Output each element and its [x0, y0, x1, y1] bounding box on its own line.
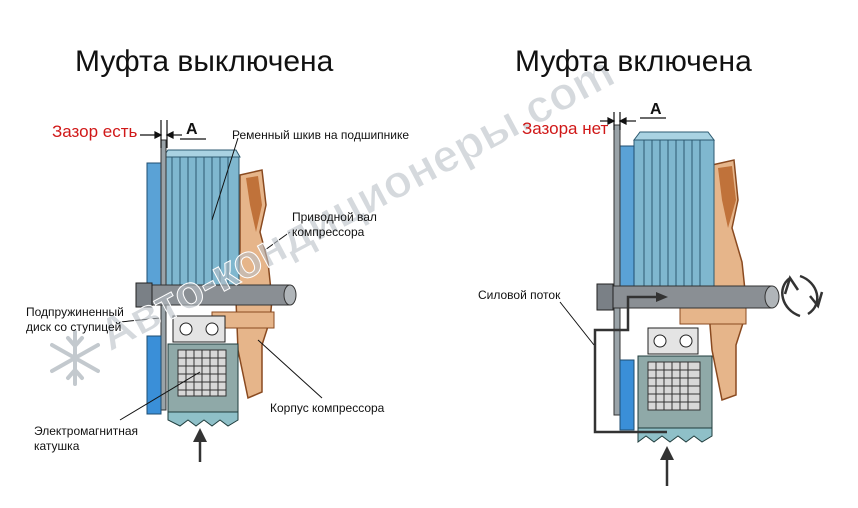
belt-pulley [162, 156, 240, 288]
compressor-housing [235, 169, 273, 400]
pulley-label: Ременный шкив на подшипнике [232, 128, 410, 142]
power-flow-line [593, 295, 667, 434]
left-title: Муфта выключена [75, 45, 334, 78]
housing-label: Корпус компрессора [270, 401, 385, 415]
coil-label: Электромагнитная катушка [34, 424, 139, 453]
gap-indicator-left [140, 120, 206, 148]
gap-absent-label: Зазора нет [522, 119, 609, 138]
pulley-grooves [171, 157, 229, 287]
gap-present-label: Зазор есть [52, 122, 138, 141]
gap-mark-right: A [650, 101, 662, 118]
gap-indicator-right [600, 112, 666, 130]
power-flow-label: Силовой поток [478, 288, 561, 302]
gap-mark-left: A [186, 121, 198, 138]
rotation-arrows-icon [781, 274, 824, 318]
watermark-text: Авто-кондиционеры.com [90, 45, 622, 361]
disc-label: Подпружиненный диск со ступицей [26, 305, 124, 334]
shaft-label: Приводной вал компрессора [292, 210, 377, 239]
right-title: Муфта включена [515, 45, 752, 78]
snowflake-icon [50, 330, 100, 386]
